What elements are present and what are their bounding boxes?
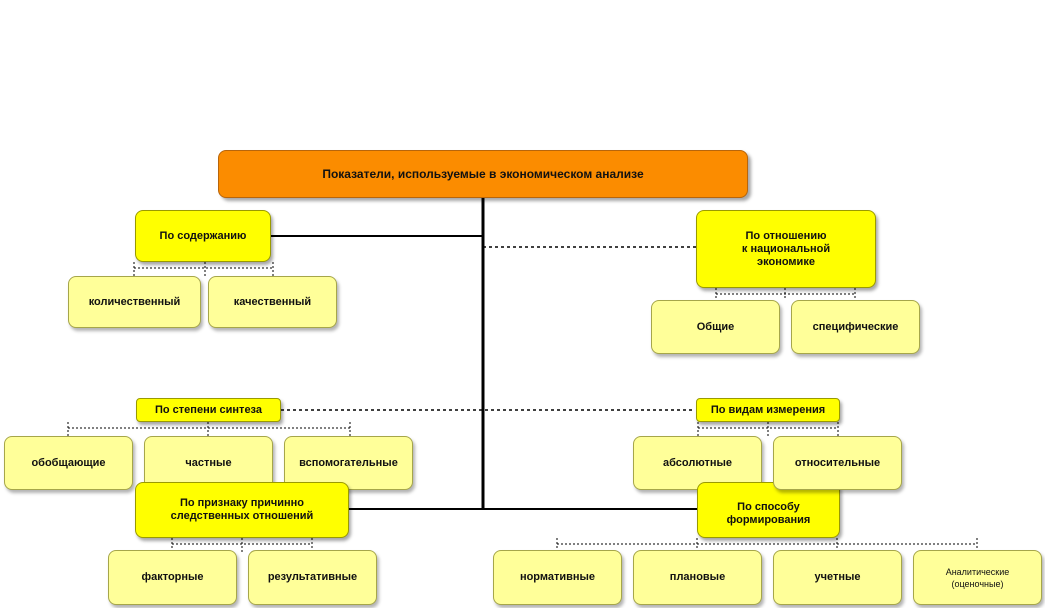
leaf-auxiliary-label: вспомогательные: [299, 457, 398, 469]
leaf-generalizing: обобщающие: [4, 436, 133, 490]
leaf-partial-label: частные: [185, 457, 232, 469]
leaf-factor-label: факторные: [141, 571, 204, 583]
category-causal-label: По признаку причинно следственных отноше…: [170, 497, 314, 522]
leaf-analytical-label: Аналитические (оценочные): [945, 566, 1010, 589]
leaf-specific: специфические: [791, 300, 920, 354]
category-causal: По признаку причинно следственных отноше…: [135, 482, 349, 538]
category-content-label: По содержанию: [159, 229, 247, 242]
leaf-planned-label: плановые: [669, 571, 726, 583]
category-synthesis: По степени синтеза: [136, 398, 281, 422]
category-measurement: По видам измерения: [696, 398, 840, 422]
category-measurement-label: По видам измерения: [710, 403, 826, 416]
leaf-general-label: Общие: [696, 320, 735, 333]
leaf-quantitative-label: количественный: [88, 295, 181, 308]
leaf-accounting: учетные: [773, 550, 902, 605]
leaf-relative: относительные: [773, 436, 902, 490]
leaf-general: Общие: [651, 300, 780, 354]
leaf-analytical: Аналитические (оценочные): [913, 550, 1042, 605]
leaf-qualitative: качественный: [208, 276, 337, 328]
leaf-partial: частные: [144, 436, 273, 490]
category-formation: По способу формирования: [697, 482, 840, 538]
category-national-label: По отношению к национальной экономике: [741, 229, 831, 268]
category-synthesis-label: По степени синтеза: [155, 403, 262, 416]
category-content: По содержанию: [135, 210, 271, 262]
leaf-qualitative-label: качественный: [233, 295, 312, 308]
leaf-resultant: результативные: [248, 550, 377, 605]
leaf-resultant-label: результативные: [267, 571, 358, 583]
leaf-generalizing-label: обобщающие: [31, 456, 106, 469]
category-national: По отношению к национальной экономике: [696, 210, 876, 288]
leaf-planned: плановые: [633, 550, 762, 605]
leaf-relative-label: относительные: [794, 456, 881, 469]
leaf-normative-label: нормативные: [519, 571, 596, 583]
leaf-normative: нормативные: [493, 550, 622, 605]
leaf-quantitative: количественный: [68, 276, 201, 328]
leaf-accounting-label: учетные: [814, 571, 861, 583]
diagram-title: Показатели, используемые в экономическом…: [322, 166, 644, 181]
category-formation-label: По способу формирования: [726, 501, 811, 526]
leaf-specific-label: специфические: [812, 320, 899, 333]
diagram-title-box: Показатели, используемые в экономическом…: [218, 150, 748, 198]
leaf-absolute-label: абсолютные: [663, 456, 732, 469]
leaf-factor: факторные: [108, 550, 237, 605]
